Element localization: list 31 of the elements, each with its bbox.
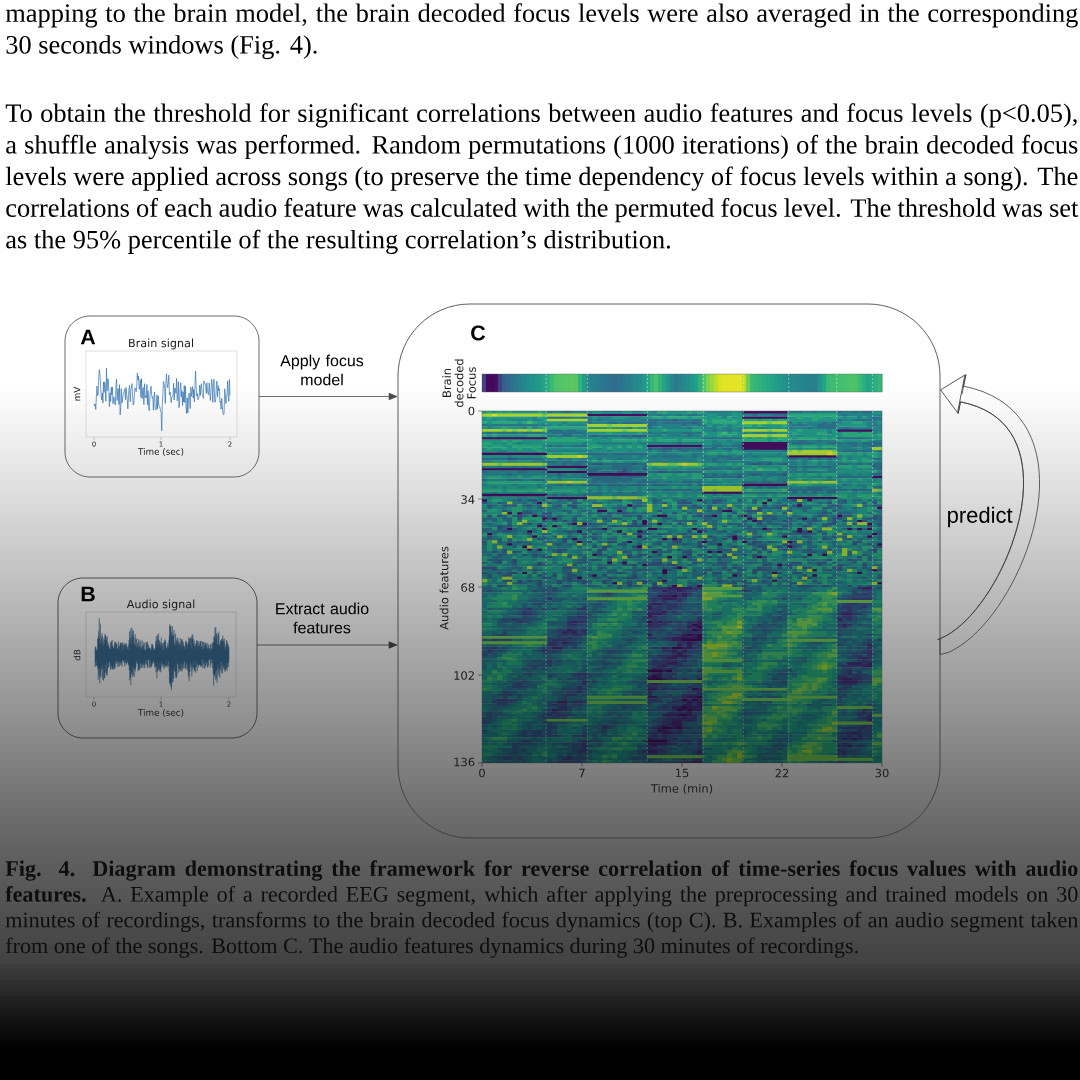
- axis-label: Brain decoded Focus: [442, 359, 476, 407]
- block-arrow: [937, 374, 1040, 656]
- figure-caption: Fig. 4. Diagram demonstrating the framework for reverse correlation of time-series focus values with audio features. A. Example of a recorded EEG segment, which after applying the preprocessing and trained models on 30 minutes of recordings, transforms to the brain decoded focus dynamics (top C). B. Examples of an audio segment taken from one of the songs. Bottom C. The audio features dynamics during 30 minutes of recordings.: [5, 860, 1078, 958]
- paragraph: mapping to the brain model, the brain decoded focus levels were also averaged in the corresponding 30 seconds windows (Fig. 4).: [5, 3, 1078, 60]
- axis-label: Time (min): [650, 783, 713, 795]
- tick-label: 136: [454, 757, 475, 767]
- edge-label: Apply focus model: [280, 354, 364, 386]
- plot-title: Audio signal: [126, 599, 195, 611]
- arrow: [258, 392, 398, 401]
- tick-label: 0: [479, 768, 485, 778]
- tick-label: 30: [875, 768, 889, 778]
- panel-letter: A: [80, 329, 96, 345]
- axis-label: Time (sec): [137, 709, 184, 717]
- tick-label: 102: [454, 671, 474, 680]
- tick-label: 15: [675, 768, 689, 778]
- tick-label: 7: [579, 768, 585, 778]
- panel-letter: C: [471, 325, 486, 341]
- tick-label: 34: [461, 495, 475, 504]
- axis-label: mV: [73, 386, 81, 401]
- edge-label: predict: [948, 506, 1013, 528]
- paragraph: To obtain the threshold for significant correlations between audio features and focus levels (p<0.05), a shuffle analysis was performed. Random permutations (1000 iterations) of the brain decoded focus levels were applied across songs (to preserve the time dependency of focus levels within a song). The correlations of each audio feature was calculated with the permuted focus level. The threshold was set as the 95% percentile of the resulting correlation’s distribution.: [5, 103, 1079, 254]
- plot-title: Brain signal: [129, 338, 193, 350]
- arrow: [256, 641, 398, 649]
- axis-label: Time (sec): [137, 448, 184, 456]
- axis-label: Audio features: [439, 546, 449, 630]
- edge-label: Extract audio features: [276, 602, 369, 634]
- tick-label: 0: [468, 406, 475, 416]
- tick-label: 68: [461, 583, 475, 592]
- panel-letter: B: [81, 586, 95, 602]
- axis-label: dB: [73, 649, 81, 661]
- tick-label: 22: [775, 768, 789, 778]
